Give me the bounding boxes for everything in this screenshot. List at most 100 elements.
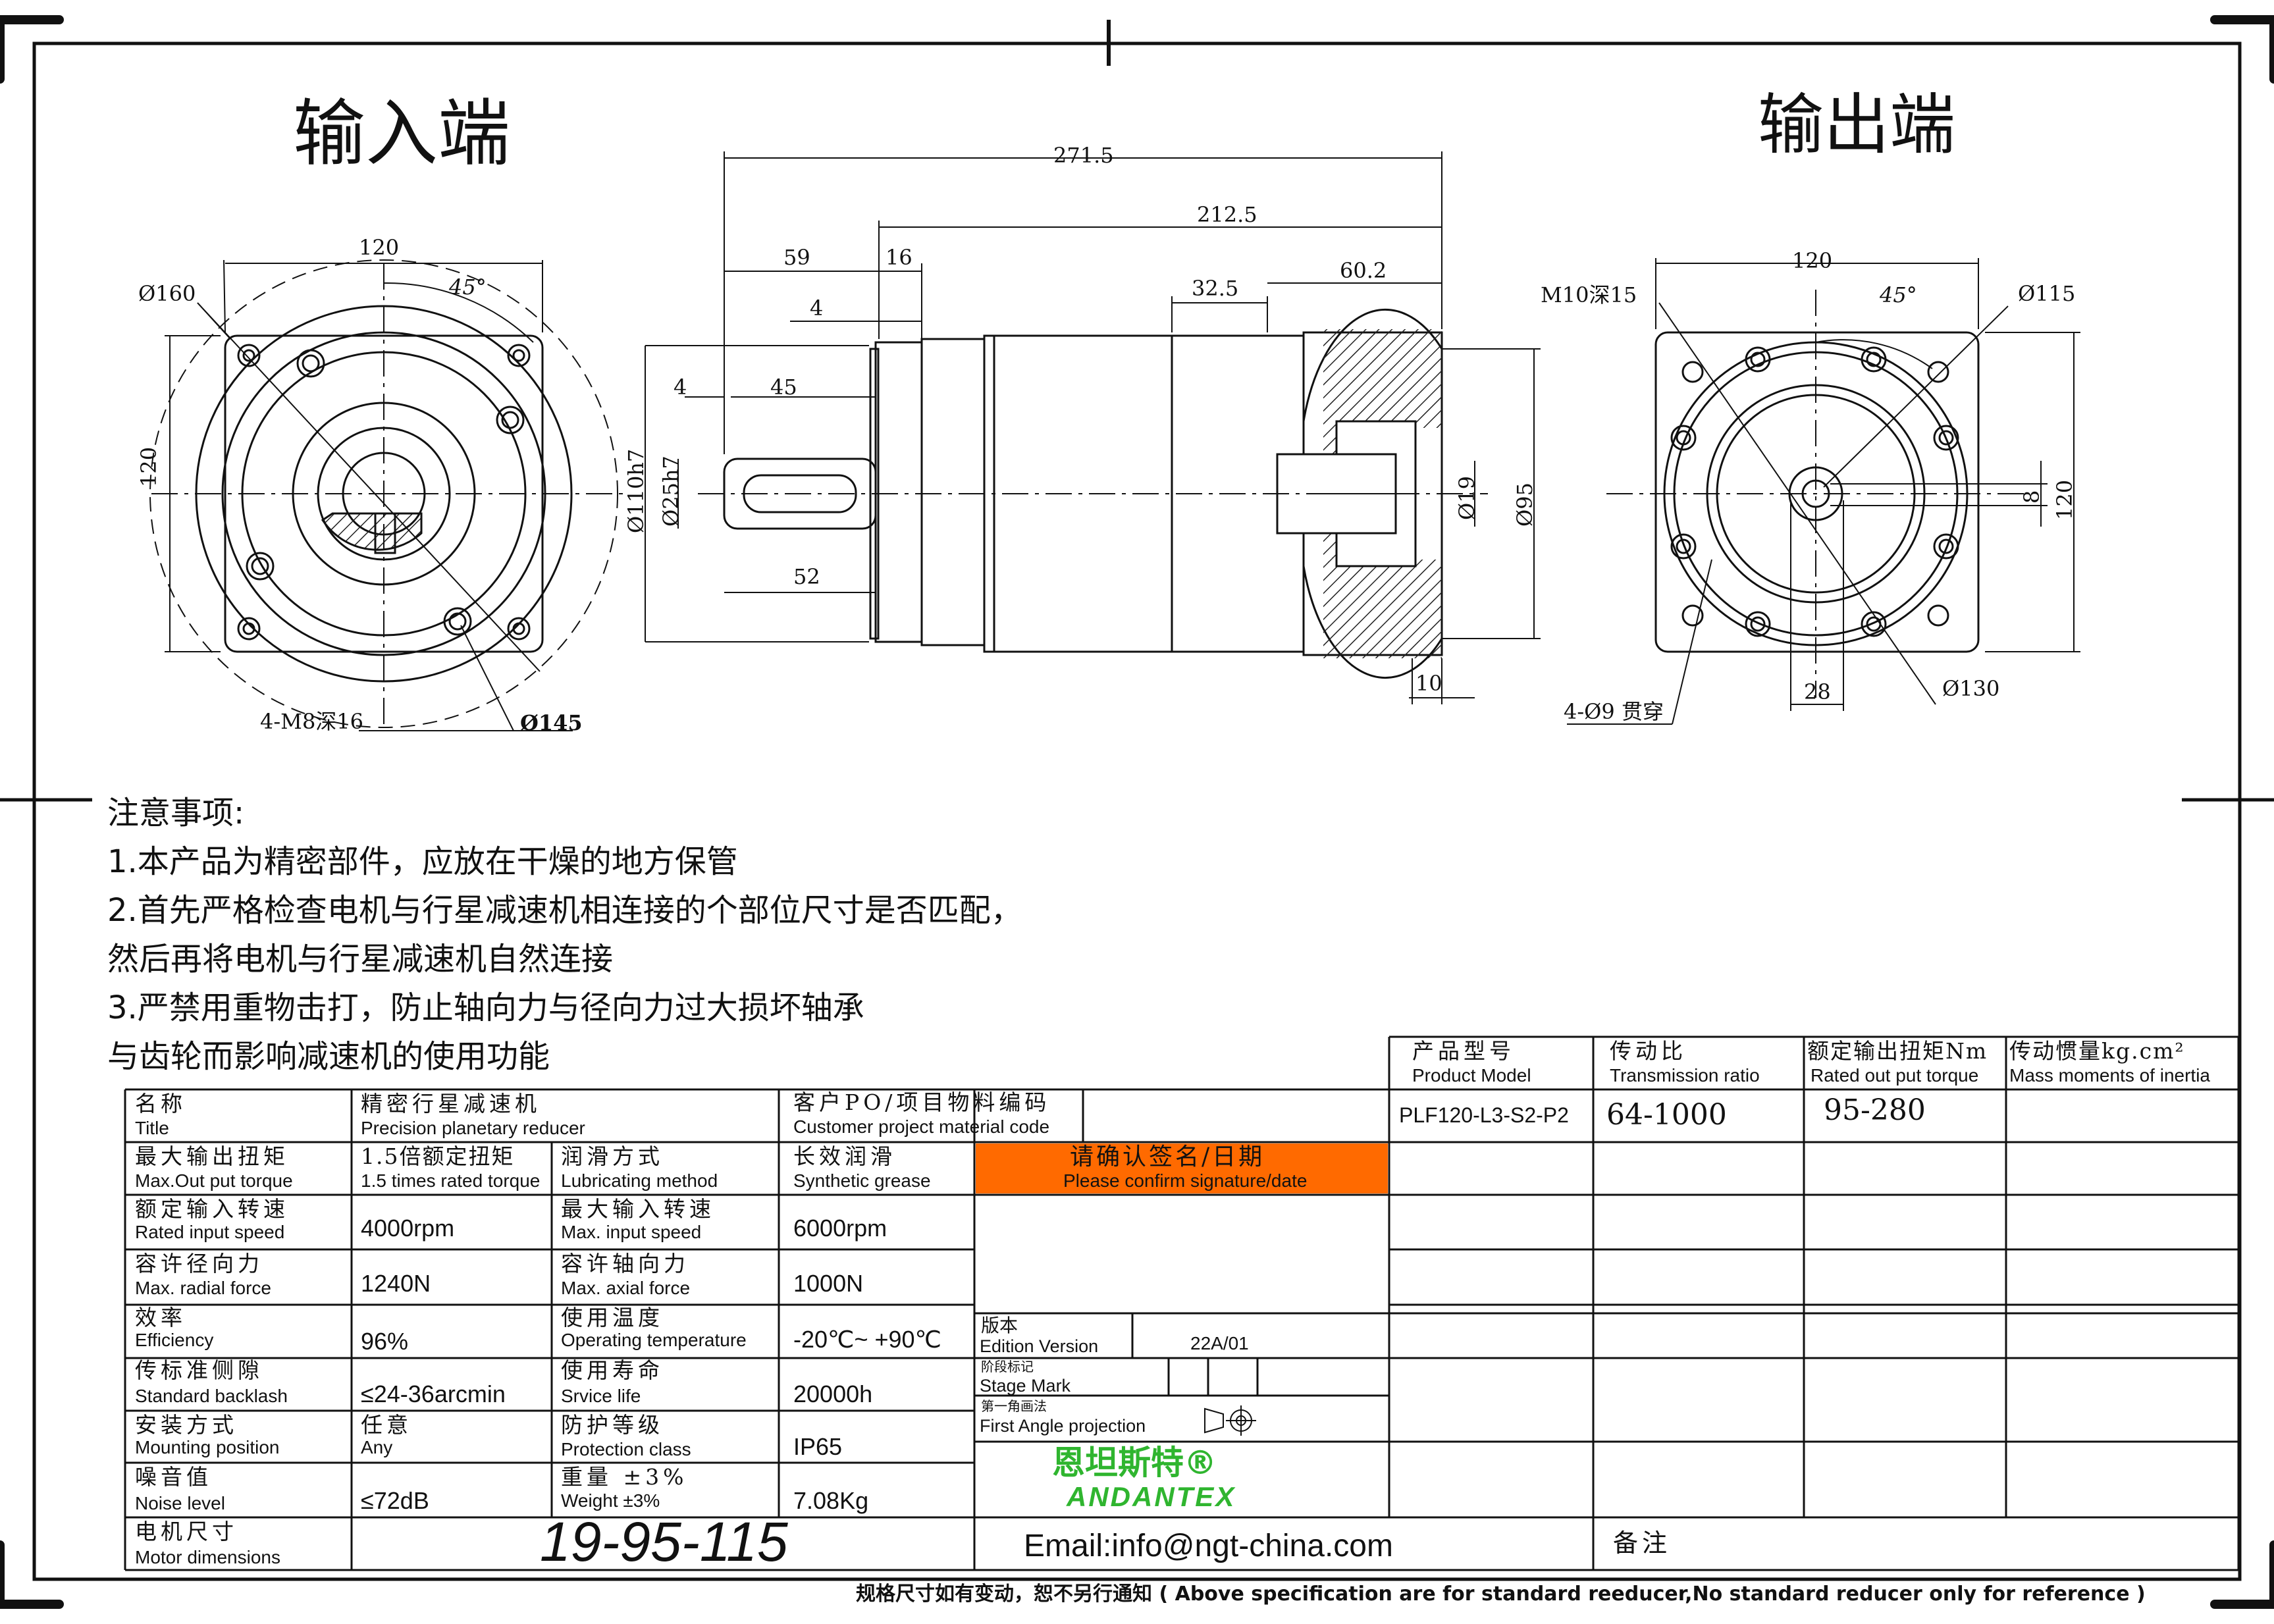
customer-code-en: Customer project material code — [793, 1116, 1050, 1137]
dim-output-28: 28 — [1804, 679, 1831, 704]
noise-value: ≤72dB — [361, 1487, 429, 1514]
dim-side-d19: Ø19 — [1454, 476, 1479, 520]
projection-en: First Angle projection — [980, 1416, 1146, 1436]
dim-input-d160: Ø160 — [138, 281, 196, 306]
dim-side-602: 60.2 — [1340, 258, 1387, 283]
temperature-cn: 使用温度 — [561, 1305, 664, 1330]
service-life-cn: 使用寿命 — [561, 1357, 664, 1383]
input-end-title: 输入端 — [293, 92, 510, 176]
model-label-en: Product Model — [1412, 1065, 1531, 1086]
dim-input-m8: 4-M8深16 — [260, 709, 364, 734]
noise-cn: 噪音值 — [135, 1464, 212, 1490]
spec-table-grid — [124, 1035, 2240, 1571]
axial-force-en: Max. axial force — [561, 1278, 691, 1298]
radial-force-en: Max. radial force — [135, 1278, 271, 1298]
dim-side-4a: 4 — [810, 296, 824, 321]
mounting-value-cn: 任意 — [361, 1412, 412, 1438]
efficiency-value: 96% — [361, 1328, 409, 1355]
mounting-cn: 安装方式 — [135, 1412, 238, 1438]
edition-cn: 版本 — [981, 1315, 1018, 1336]
projection-cn: 第一角画法 — [981, 1398, 1047, 1414]
notes-line-1: 1.本产品为精密部件，应放在干燥的地方保管 — [107, 843, 738, 880]
dim-side-d110: Ø110h7 — [623, 448, 648, 533]
dim-side-59: 59 — [783, 245, 810, 270]
max-speed-cn: 最大输入转速 — [561, 1196, 715, 1222]
radial-force-value: 1240N — [361, 1270, 431, 1297]
dim-output-d130: Ø130 — [1942, 676, 2000, 701]
max-torque-cn: 最大输出扭矩 — [135, 1143, 289, 1169]
dim-input-width: 120 — [359, 235, 400, 260]
lube-label-cn: 润滑方式 — [561, 1143, 664, 1169]
rated-speed-value: 4000rpm — [361, 1215, 455, 1242]
dim-side-52: 52 — [793, 564, 820, 589]
weight-value: 7.08Kg — [793, 1487, 869, 1514]
stage-mark-en: Stage Mark — [980, 1376, 1071, 1396]
title-value-cn: 精密行星减速机 — [361, 1091, 541, 1116]
torque-value: 95-280 — [1824, 1093, 1926, 1127]
notes-line-4: 3.严禁用重物击打，防止轴向力与径向力过大损坏轴承 — [107, 989, 864, 1026]
weight-cn: 重量 ±3% — [561, 1464, 688, 1490]
notes-line-3: 然后再将电机与行星减速机自然连接 — [107, 941, 614, 978]
dim-side-325: 32.5 — [1192, 276, 1239, 301]
ratio-value: 64-1000 — [1606, 1098, 1727, 1132]
dim-input-height: 120 — [136, 446, 161, 487]
lube-value-en: Synthetic grease — [793, 1170, 931, 1191]
dim-side-4b: 4 — [674, 375, 687, 400]
model-value: PLF120-L3-S2-P2 — [1399, 1103, 1569, 1127]
dim-side-d95: Ø95 — [1512, 483, 1537, 527]
inertia-label-cn: 传动惯量kg.cm² — [2009, 1038, 2185, 1064]
brand-logo-cn: 恩坦斯特® — [1052, 1444, 1217, 1482]
axial-force-cn: 容许轴向力 — [561, 1251, 689, 1276]
max-torque-en: Max.Out put torque — [135, 1170, 293, 1191]
temperature-value: -20℃~ +90℃ — [793, 1326, 941, 1353]
title-label-en: Title — [135, 1118, 169, 1138]
input-end-view — [149, 259, 625, 731]
confirm-signature-cn[interactable]: 请确认签名/日期 — [1070, 1143, 1265, 1170]
dim-input-d145: Ø145 — [520, 710, 583, 735]
title-label-cn: 名称 — [135, 1091, 186, 1116]
protection-en: Protection class — [561, 1439, 691, 1459]
brand-logo-en: ANDANTEX — [1067, 1481, 1236, 1512]
rated-speed-en: Rated input speed — [135, 1222, 285, 1242]
radial-force-cn: 容许径向力 — [135, 1251, 263, 1276]
protection-cn: 防护等级 — [561, 1412, 664, 1438]
service-life-en: Srvice life — [561, 1386, 641, 1406]
efficiency-en: Efficiency — [135, 1330, 214, 1350]
lube-value-cn: 长效润滑 — [793, 1143, 896, 1169]
dim-side-45: 45 — [770, 375, 797, 400]
protection-value: IP65 — [793, 1433, 843, 1460]
stage-mark-cn: 阶段标记 — [981, 1359, 1034, 1375]
inertia-label-en: Mass moments of inertia — [2009, 1065, 2210, 1086]
remark-label: 备注 — [1613, 1529, 1672, 1558]
lube-label-en: Lubricating method — [561, 1170, 718, 1191]
backlash-en: Standard backlash — [135, 1386, 288, 1406]
notes-title: 注意事项: — [107, 795, 245, 831]
dim-side-10: 10 — [1415, 671, 1442, 696]
projection-symbol — [1204, 1405, 1256, 1436]
footer-disclaimer: 规格尺寸如有变动，恕不另行通知 ( Above specification ar… — [856, 1583, 2146, 1606]
dim-output-height: 120 — [2052, 479, 2077, 520]
torque-label-en: Rated out put torque — [1811, 1065, 1979, 1086]
mounting-value-en: Any — [361, 1437, 393, 1457]
backlash-cn: 传标准侧隙 — [135, 1357, 263, 1383]
notes-line-5: 与齿轮而影响减速机的使用功能 — [107, 1038, 550, 1075]
rated-speed-cn: 额定输入转速 — [135, 1196, 289, 1222]
mounting-en: Mounting position — [135, 1437, 280, 1457]
dim-output-angle: 45° — [1880, 282, 1917, 307]
output-end-view — [1567, 258, 2080, 725]
output-end-title: 输出端 — [1758, 86, 1955, 163]
contact-email[interactable]: Email:info@ngt-china.com — [1024, 1529, 1393, 1563]
notes-block: 注意事项: 1.本产品为精密部件，应放在干燥的地方保管 2.首先严格检查电机与行… — [107, 789, 1022, 1081]
customer-code-cn: 客户PO/项目物料编码 — [793, 1089, 1051, 1115]
sheet-border — [32, 41, 2242, 1581]
dim-output-m10: M10深15 — [1541, 282, 1637, 307]
model-label-cn: 产品型号 — [1412, 1038, 1515, 1064]
edition-en: Edition Version — [980, 1336, 1099, 1356]
service-life-value: 20000h — [793, 1380, 873, 1407]
ratio-label-cn: 传动比 — [1610, 1038, 1687, 1064]
title-value-en: Precision planetary reducer — [361, 1118, 585, 1138]
axial-force-value: 1000N — [793, 1270, 864, 1297]
dim-side-271: 271.5 — [1053, 143, 1114, 168]
motor-dim-value: 19-95-115 — [540, 1511, 788, 1573]
